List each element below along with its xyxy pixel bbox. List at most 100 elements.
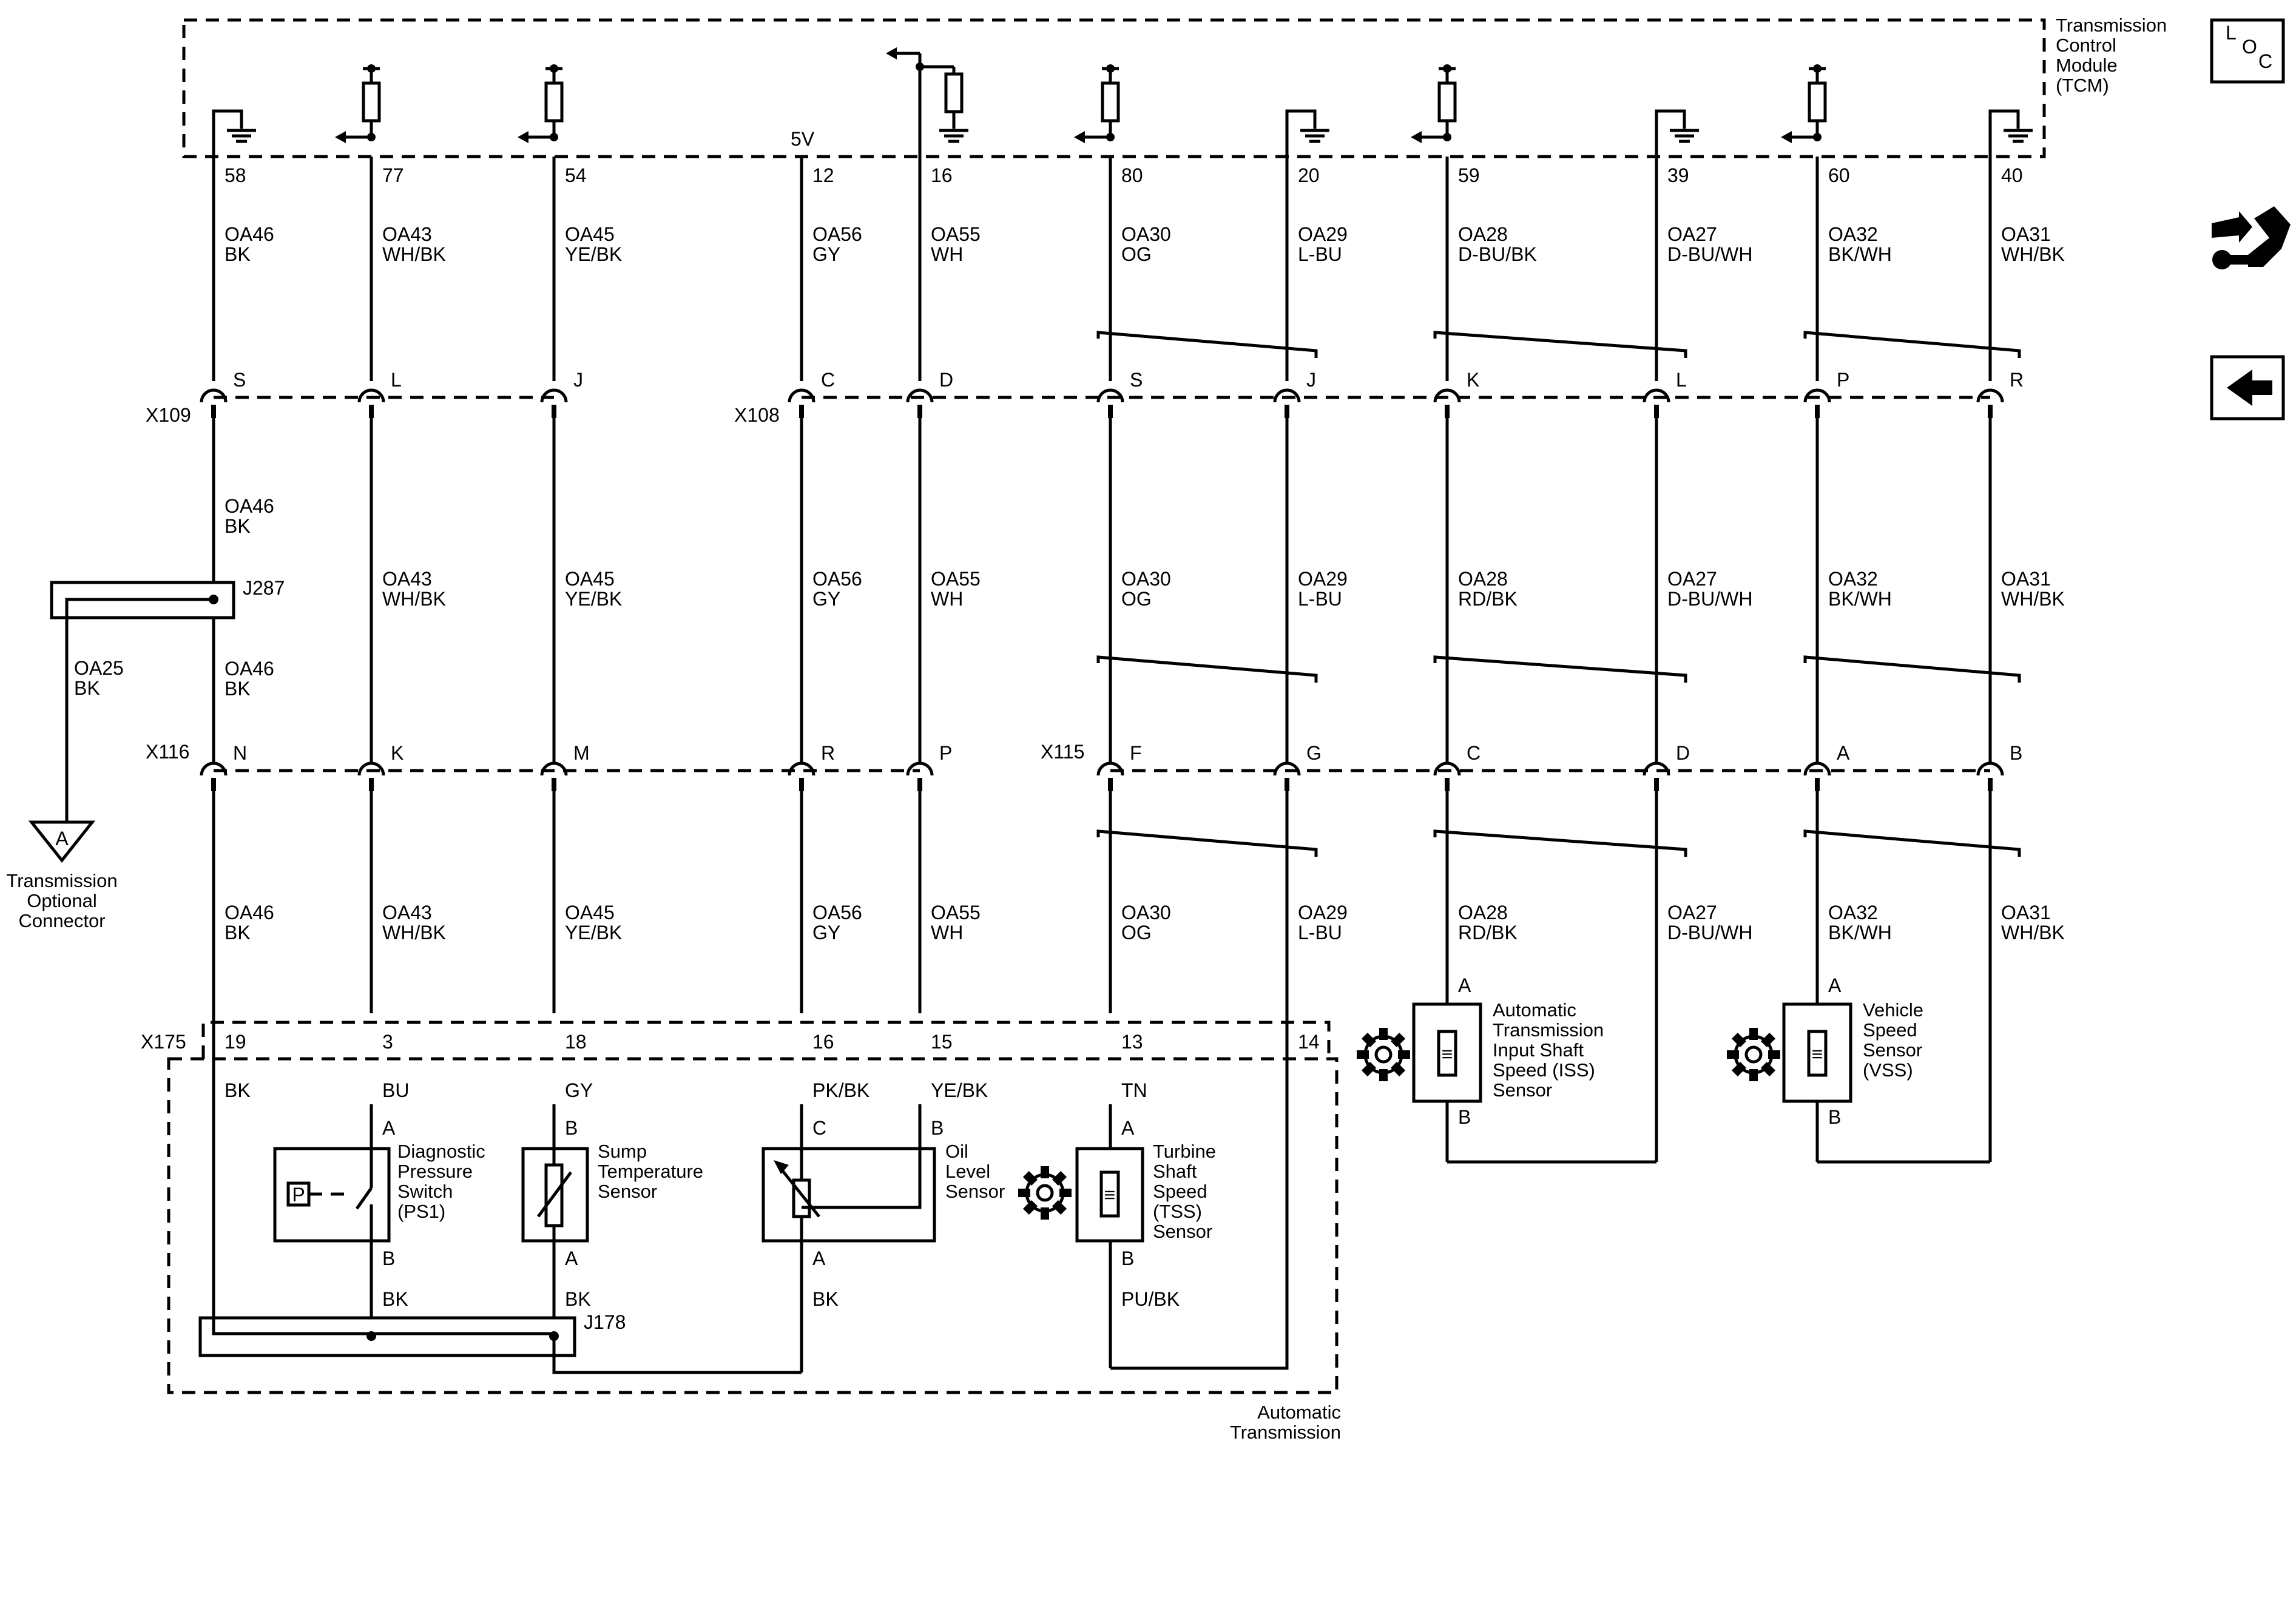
circuit-id-label: OA46 xyxy=(225,902,274,923)
x115-cavity-label: C xyxy=(1467,742,1481,764)
wire-color-label: BK/WH xyxy=(1828,922,1892,944)
location-button-frame[interactable] xyxy=(2210,18,2285,84)
twisted-pair-marker xyxy=(1096,829,1318,857)
back-button[interactable] xyxy=(2210,355,2285,420)
x175-pin-number: 18 xyxy=(565,1031,587,1053)
optional-connector-label: Transmission xyxy=(6,870,117,891)
gear-icon-tooth xyxy=(1727,1050,1739,1059)
x115-cavity-label: F xyxy=(1130,742,1142,764)
resistor-symbol xyxy=(362,81,381,123)
j178-splice-label: J178 xyxy=(584,1311,626,1333)
x116-connector-label: X116 xyxy=(146,741,189,763)
ground-wire xyxy=(552,1336,802,1374)
ground-return-path xyxy=(212,109,243,163)
circuit-id-label: OA46 xyxy=(225,658,274,680)
wire-color-label: OG xyxy=(1121,243,1152,265)
resistor-symbol xyxy=(544,81,564,123)
gear-icon-tooth xyxy=(1022,1200,1038,1215)
circuit-id-label: OA32 xyxy=(1828,568,1878,590)
x108-terminal xyxy=(1096,388,1124,403)
x108-terminal-pin xyxy=(1285,405,1289,418)
sump-name-label: Temperature xyxy=(598,1161,703,1182)
optional-connector-label: Connector xyxy=(18,910,105,931)
gear-icon-tooth xyxy=(1749,1028,1758,1040)
gear-icon-tooth xyxy=(1391,1032,1406,1047)
j178-splice-dot xyxy=(366,1331,376,1341)
x116-cavity-label: R xyxy=(821,742,835,764)
circuit-id-label: OA27 xyxy=(1667,223,1717,245)
gear-icon-tooth xyxy=(1052,1170,1067,1186)
x109-terminal xyxy=(540,388,568,403)
gear-icon xyxy=(1357,1028,1410,1081)
back-arrow-icon[interactable] xyxy=(2227,370,2272,406)
wire-color-label: L-BU xyxy=(1298,243,1342,265)
x109-connector-label: X109 xyxy=(146,404,191,426)
gear-icon-tooth xyxy=(1041,1166,1049,1178)
gear-icon-tooth xyxy=(1761,1032,1776,1047)
tcm-pin-number: 12 xyxy=(812,164,834,186)
circuit-id-label: OA30 xyxy=(1121,223,1171,245)
connector-end-view-button[interactable] xyxy=(2212,206,2291,269)
harness-color-label: PK/BK xyxy=(812,1079,869,1101)
x115-terminal xyxy=(1433,761,1461,776)
oil-pin-c: C xyxy=(812,1117,826,1139)
resistor-symbol xyxy=(1808,81,1827,123)
gear-icon-tooth xyxy=(1361,1032,1376,1047)
x109-terminal-pin xyxy=(552,405,556,418)
wire-color-label: D-BU/BK xyxy=(1458,243,1537,265)
signal-arrow xyxy=(1411,131,1422,143)
x108-cavity-label: C xyxy=(821,369,835,391)
wire-color-label: GY xyxy=(812,243,840,265)
j287-splice-label: J287 xyxy=(243,577,285,599)
x108-cavity-label: S xyxy=(1130,369,1143,391)
oa25-branch-wire xyxy=(65,598,214,824)
tcm-name-label: Control xyxy=(2056,35,2116,56)
wire-color-label: BK/WH xyxy=(1828,243,1892,265)
circuit-id-label: OA28 xyxy=(1458,568,1508,590)
x108-cavity-label: D xyxy=(939,369,953,391)
oil-level-arrowhead xyxy=(774,1160,789,1174)
x108-terminal xyxy=(1803,388,1831,403)
circuit-id-label: OA43 xyxy=(382,223,432,245)
optional-connector-letter: A xyxy=(55,828,69,849)
vss-name-label: (VSS) xyxy=(1863,1059,1913,1081)
gear-icon-tooth xyxy=(1768,1050,1780,1059)
x116-terminal xyxy=(357,761,385,776)
vss-pin-b: B xyxy=(1828,1106,1841,1128)
circuit-id-label: OA29 xyxy=(1298,223,1348,245)
connector-end-view-icon[interactable] xyxy=(2212,206,2291,269)
x115-cavity-label: D xyxy=(1676,742,1690,764)
speed-sensor-glyph: ≡ xyxy=(1104,1184,1116,1206)
loc-l-letter: L xyxy=(2226,22,2237,44)
thermistor-symbol xyxy=(544,1163,564,1227)
circuit-id-label: OA25 xyxy=(74,657,124,679)
x108-terminal-pin xyxy=(1815,405,1820,418)
wire-color-label: OG xyxy=(1121,922,1152,944)
twisted-pair-marker xyxy=(1803,331,2021,358)
iss-name-label: Automatic xyxy=(1493,999,1576,1021)
tcm-pin-number: 77 xyxy=(382,164,404,186)
gear-icon xyxy=(1018,1166,1072,1220)
sump-pin-b: B xyxy=(565,1117,578,1139)
wire-color-label: WH/BK xyxy=(2001,922,2065,944)
circuit-id-label: OA56 xyxy=(812,223,862,245)
speed-sensor-glyph: ≡ xyxy=(1442,1043,1453,1065)
x115-terminal xyxy=(1096,761,1124,776)
twisted-pair-marker xyxy=(1803,829,2021,857)
circuit-id-label: OA32 xyxy=(1828,223,1878,245)
x108-terminal xyxy=(1273,388,1301,403)
x115-terminal xyxy=(1803,761,1831,776)
x116-cavity-label: K xyxy=(391,742,403,764)
location-button[interactable]: LOC xyxy=(2210,18,2285,84)
ps1-glyph: P xyxy=(292,1184,305,1206)
x115-terminal xyxy=(1643,761,1670,776)
x108-terminal xyxy=(906,388,934,403)
tcm-name-label: Module xyxy=(2056,55,2118,76)
gear-icon-tooth xyxy=(1018,1189,1030,1197)
vss-name-label: Vehicle xyxy=(1863,999,1923,1021)
tcm-pin-number: 80 xyxy=(1121,164,1143,186)
gear-icon-tooth xyxy=(1749,1069,1758,1081)
wire-color-label: BK/WH xyxy=(1828,588,1892,610)
x116-terminal xyxy=(540,761,568,776)
wire-color-label: GY xyxy=(812,588,840,610)
